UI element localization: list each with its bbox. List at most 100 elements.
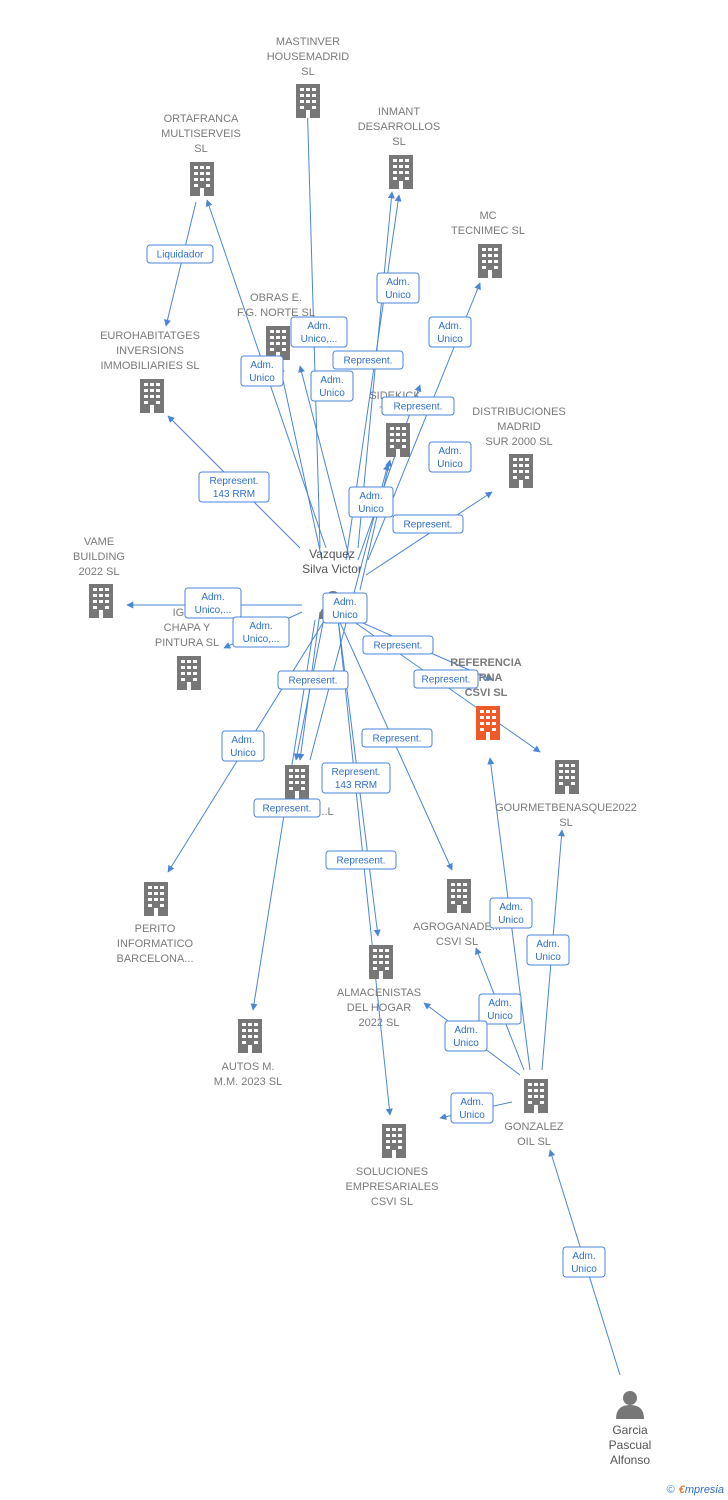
edge-label-text: Unico — [249, 373, 275, 384]
copyright-icon: © — [666, 1484, 675, 1496]
edge-label[interactable]: Adm. Unico,... — [290, 316, 348, 348]
building-icon — [369, 945, 393, 979]
edge-label-text: Adm. — [454, 1025, 477, 1036]
edge-label[interactable]: Adm.Unico — [322, 592, 368, 624]
edge-label-text: Unico — [459, 1110, 485, 1121]
edge-label[interactable]: Liquidador — [146, 244, 214, 264]
edge-label[interactable]: Adm.Unico,... — [184, 587, 242, 619]
building-icon — [509, 454, 533, 488]
edge-label-text: Adm. — [438, 446, 461, 457]
edge-label[interactable]: Adm.Unico — [489, 897, 533, 929]
node-label: MULTISERVEIS — [161, 128, 241, 140]
node-label: INVERSIONS — [116, 345, 184, 357]
edge-label[interactable]: Represent. — [253, 798, 321, 818]
building-icon — [476, 706, 500, 740]
node-label: SUR 2000 SL — [485, 436, 552, 448]
edge-label[interactable]: Adm.Unico — [428, 316, 472, 348]
edge-label-text: Represent. — [373, 734, 422, 745]
edge-labels-layer: LiquidadorAdm.Unico,...Adm.UnicoAdm.Unic… — [146, 244, 606, 1278]
edge-label[interactable]: Represent.143 RRM — [321, 762, 391, 794]
edge-label[interactable]: Represent.143 RRM — [198, 471, 270, 503]
node-autos[interactable]: AUTOS M.M.M. 2023 SL — [214, 1019, 282, 1088]
edge-label[interactable]: Represent. — [413, 669, 479, 689]
edge-label[interactable]: Represent. — [332, 350, 404, 370]
edge-label-text: Represent. — [394, 402, 443, 413]
edge-label[interactable]: Adm. Unico — [450, 1092, 494, 1124]
edge-label-text: Unico — [437, 459, 463, 470]
building-icon — [386, 423, 410, 457]
node-perito[interactable]: PERITOINFORMATICOBARCELONA... — [116, 882, 194, 965]
building-icon — [190, 162, 214, 196]
edge-label[interactable]: Adm.Unico — [221, 730, 265, 762]
edge-ortafranca-to-eurohab — [164, 201, 197, 327]
edge-label-text: Represent. — [337, 856, 386, 867]
edge-label-text: Adm. — [307, 321, 330, 332]
edge-label[interactable]: Represent. — [361, 728, 433, 748]
edge-label-text: Adm. — [201, 592, 224, 603]
person-icon — [616, 1391, 644, 1419]
node-label: AGROGANADE... — [413, 921, 501, 933]
edge-label-text: Unico — [437, 334, 463, 345]
edge-label-text: Adm. — [488, 998, 511, 1009]
edge-label[interactable]: Adm.Unico — [376, 272, 420, 304]
edge-label-text: Adm. — [460, 1097, 483, 1108]
node-label: 2022 SL — [359, 1017, 400, 1029]
footer-brand[interactable]: ©€mpresia — [667, 1484, 724, 1496]
edge-label[interactable]: Adm.Unico,... — [232, 616, 290, 648]
edge-label[interactable]: Represent. — [392, 514, 464, 534]
edge-label-text: Represent. — [332, 767, 381, 778]
node-label: AUTOS M. — [222, 1061, 275, 1073]
edge-label[interactable]: Adm.Unico — [526, 934, 570, 966]
edge-label-text: Unico,... — [243, 634, 280, 645]
node-label: CSVI SL — [436, 936, 478, 948]
edge-label[interactable]: Adm. Unico — [240, 355, 284, 387]
edge-label[interactable]: Represent. — [325, 850, 397, 870]
edge-label-text: Unico,... — [301, 334, 338, 345]
edge-label[interactable]: Adm. Unico — [428, 441, 472, 473]
node-label: Pascual — [609, 1438, 652, 1452]
node-obras[interactable]: OBRAS E.F.G. NORTE SL — [237, 292, 315, 360]
building-icon — [296, 84, 320, 118]
edge-label[interactable]: Adm.Unico — [478, 993, 522, 1025]
building-icon — [89, 584, 113, 618]
edge-label-text: Adm. — [536, 939, 559, 950]
edge-label[interactable]: Adm.Unico — [348, 486, 394, 518]
node-agroganade[interactable]: AGROGANADE... CSVI SL — [413, 879, 501, 948]
node-label: VAME — [84, 536, 114, 548]
edge-label[interactable]: Adm.Unico — [444, 1020, 488, 1052]
edge-label-text: Adm. — [359, 491, 382, 502]
node-label: ORTAFRANCA — [164, 113, 239, 125]
edge-label-text: Adm. — [572, 1251, 595, 1262]
edge-label-text: Represent. — [289, 676, 338, 687]
node-label: EUROHABITATGES — [100, 330, 200, 342]
edge-label[interactable]: Adm.Unico — [562, 1246, 606, 1278]
edge-label[interactable]: Represent. — [362, 635, 434, 655]
node-midl[interactable]: ...L — [285, 765, 334, 818]
edge-label-text: Adm. — [250, 360, 273, 371]
edge-label[interactable]: Adm.Unico — [310, 370, 354, 402]
node-label: MADRID — [497, 421, 540, 433]
edge-label[interactable]: Represent. — [381, 396, 455, 416]
node-label: Vazquez — [309, 547, 355, 561]
node-label: PERITO — [135, 923, 176, 935]
building-icon — [238, 1019, 262, 1053]
node-label: SOLUCIONES — [356, 1166, 428, 1178]
edge-label[interactable]: Represent. — [277, 670, 349, 690]
node-label: Silva Victor — [302, 562, 362, 576]
